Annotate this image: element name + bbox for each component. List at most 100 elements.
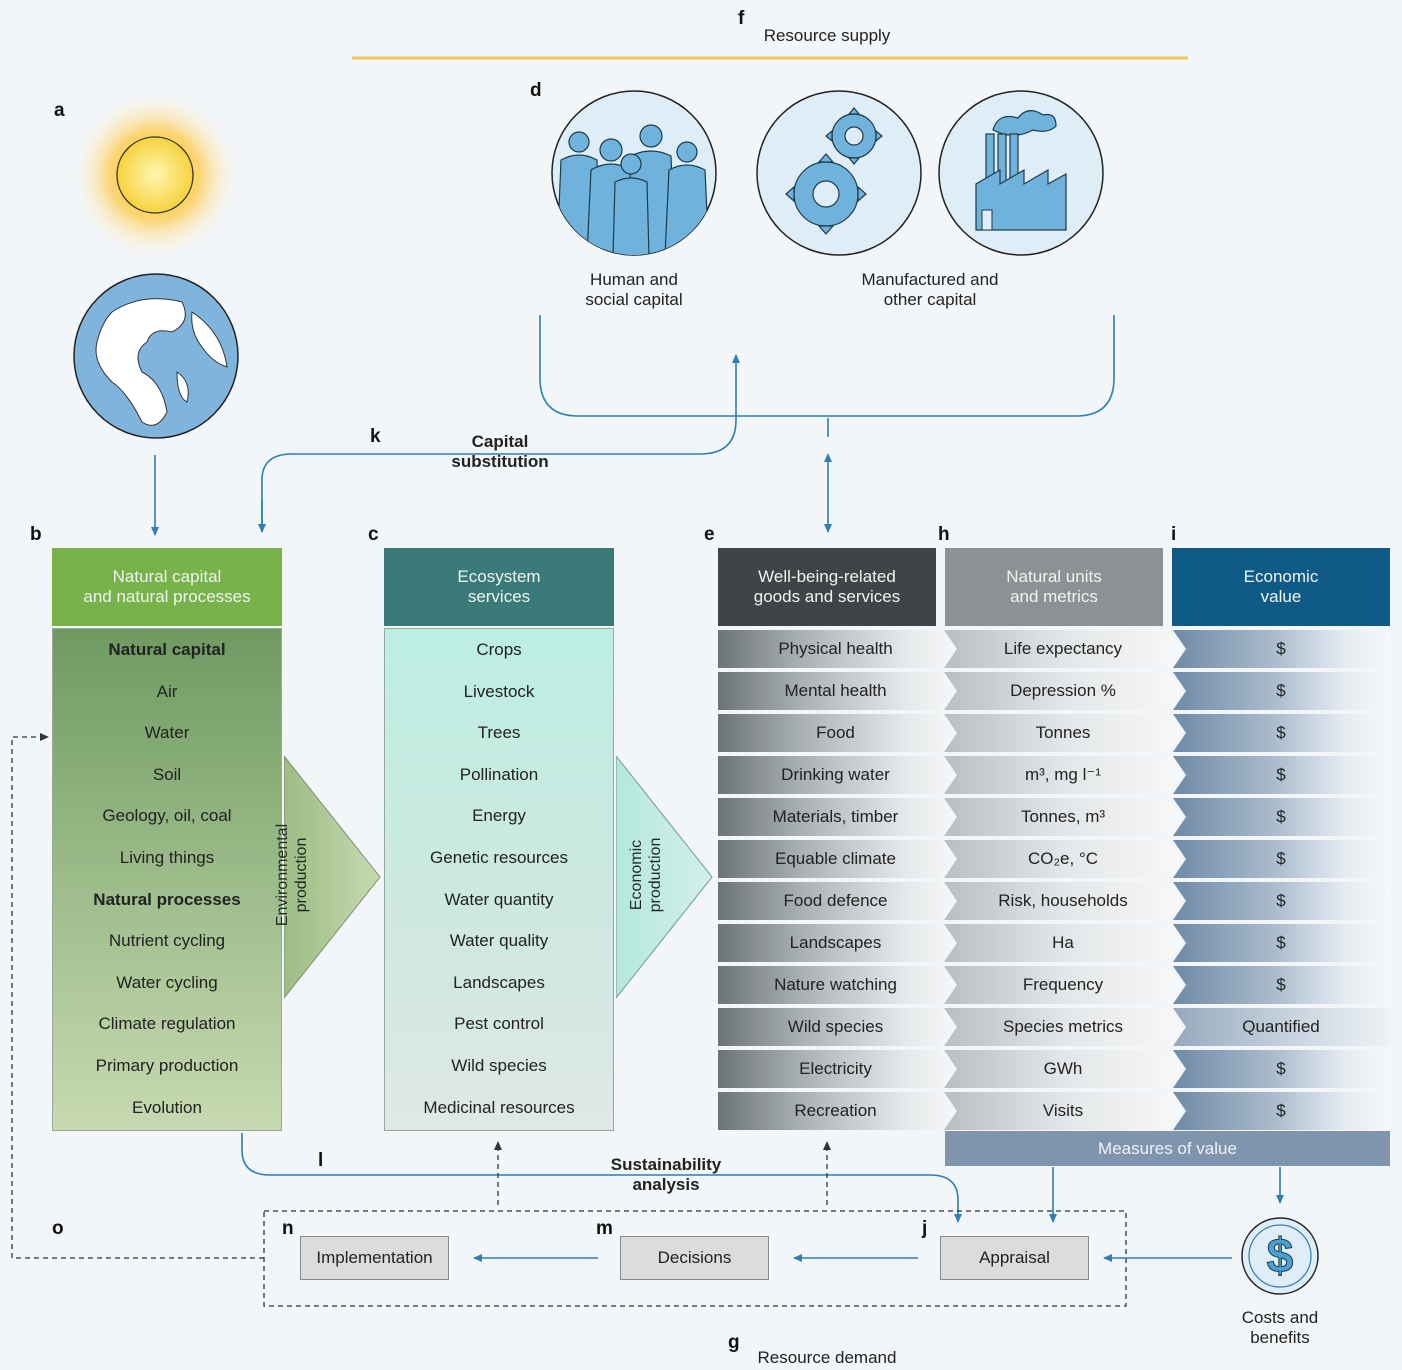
economic-production-arrow [616,756,713,998]
unit-cell: Risk, households [944,882,1182,920]
globe-icon [73,273,239,439]
wellbeing-header: Well-being-related goods and services [718,548,936,626]
economic-value-header: Economic value [1172,548,1390,626]
label-e: e [704,524,715,545]
unit-cell: Species metrics [944,1008,1182,1046]
goods-cell: Equable climate [718,840,953,878]
label-h: h [938,524,950,545]
implementation-box: Implementation [300,1236,449,1280]
ecosystem-service-item: Genetic resources [430,848,568,867]
natural-capital-item: Natural capital [108,640,226,659]
people-icon [551,90,717,256]
value-cell: $ [1173,756,1389,794]
unit-cell: Tonnes [944,714,1182,752]
natural-capital-item: Nutrient cycling [108,931,226,951]
ecosystem-service-item: Landscapes [453,972,545,992]
unit-cell: m³, mg l⁻¹ [944,756,1182,794]
gears-icon [756,90,922,256]
costs-benefits-label: Costs and benefits [1241,1308,1319,1347]
human-capital-label: Human and social capital [585,270,683,309]
resource-supply-label: Resource supply [763,26,891,45]
value-cell: $ [1173,882,1389,920]
resource-demand-label: Resource demand [757,1348,897,1367]
economic-production-label: Economic production [628,837,664,913]
manufactured-capital-label: Manufactured and other capital [861,270,999,309]
value-cell: $ [1173,798,1389,836]
goods-cell: Food [718,714,953,752]
goods-cell: Mental health [718,672,953,710]
value-cell: $ [1173,630,1389,668]
label-i: i [1171,524,1177,545]
natural-capital-item: Climate regulation [98,1014,236,1034]
label-a: a [54,100,65,121]
sustainability-analysis-label: Sustainability analysis [610,1155,722,1194]
ecosystem-service-item: Wild species [451,1056,547,1075]
unit-cell: Life expectancy [944,630,1182,668]
natural-capital-item: Water [144,723,190,743]
unit-cell: Tonnes, m³ [944,798,1182,836]
feedback-dashed-arrow [11,733,264,1259]
label-l: l [318,1150,324,1171]
capital-bracket [539,315,1115,417]
value-cell: $ [1173,1092,1389,1130]
ecosystem-service-item: Crops [476,640,522,659]
unit-cell: Frequency [944,966,1182,1004]
label-o: o [52,1218,64,1239]
ecosystem-service-item: Energy [472,806,526,826]
value-cell: Quantified [1173,1008,1389,1046]
natural-capital-item: Primary production [95,1056,239,1075]
natural-capital-item: Living things [119,848,215,867]
value-cell: $ [1173,840,1389,878]
goods-cell: Nature watching [718,966,953,1004]
environmental-production-arrow [284,756,381,998]
goods-cell: Recreation [718,1092,953,1130]
decisions-box: Decisions [620,1236,769,1280]
unit-cell: Ha [944,924,1182,962]
label-n: n [282,1218,294,1239]
unit-cell: CO₂e, °C [944,840,1182,878]
natural-capital-item: Water cycling [116,972,218,992]
goods-cell: Wild species [718,1008,953,1046]
label-k: k [370,426,381,447]
unit-cell: GWh [944,1050,1182,1088]
goods-cell: Physical health [718,630,953,668]
value-cell: $ [1173,714,1389,752]
value-cell: $ [1173,966,1389,1004]
dollar-symbol: $ [1266,1229,1294,1283]
ecosystem-service-item: Medicinal resources [423,1097,575,1117]
ecosystem-service-item: Livestock [463,681,535,701]
unit-cell: Depression % [944,672,1182,710]
label-j: j [922,1218,928,1239]
capital-substitution-arrow [261,354,740,532]
factory-icon [938,90,1104,256]
goods-cell: Electricity [718,1050,953,1088]
measures-of-value-bar: Measures of value [945,1131,1390,1166]
ecosystem-services-header: Ecosystem services [384,548,614,626]
sun-icon [73,93,237,257]
label-c: c [368,524,379,545]
sustainability-arrow [241,1133,962,1223]
ecosystem-service-item: Water quality [449,931,549,951]
goods-cell: Drinking water [718,756,953,794]
goods-cell: Materials, timber [718,798,953,836]
label-g: g [728,1332,740,1353]
goods-cell: Landscapes [718,924,953,962]
units-header: Natural units and metrics [945,548,1163,626]
natural-capital-item: Soil [152,764,182,784]
value-cell: $ [1173,924,1389,962]
label-m: m [596,1218,613,1239]
